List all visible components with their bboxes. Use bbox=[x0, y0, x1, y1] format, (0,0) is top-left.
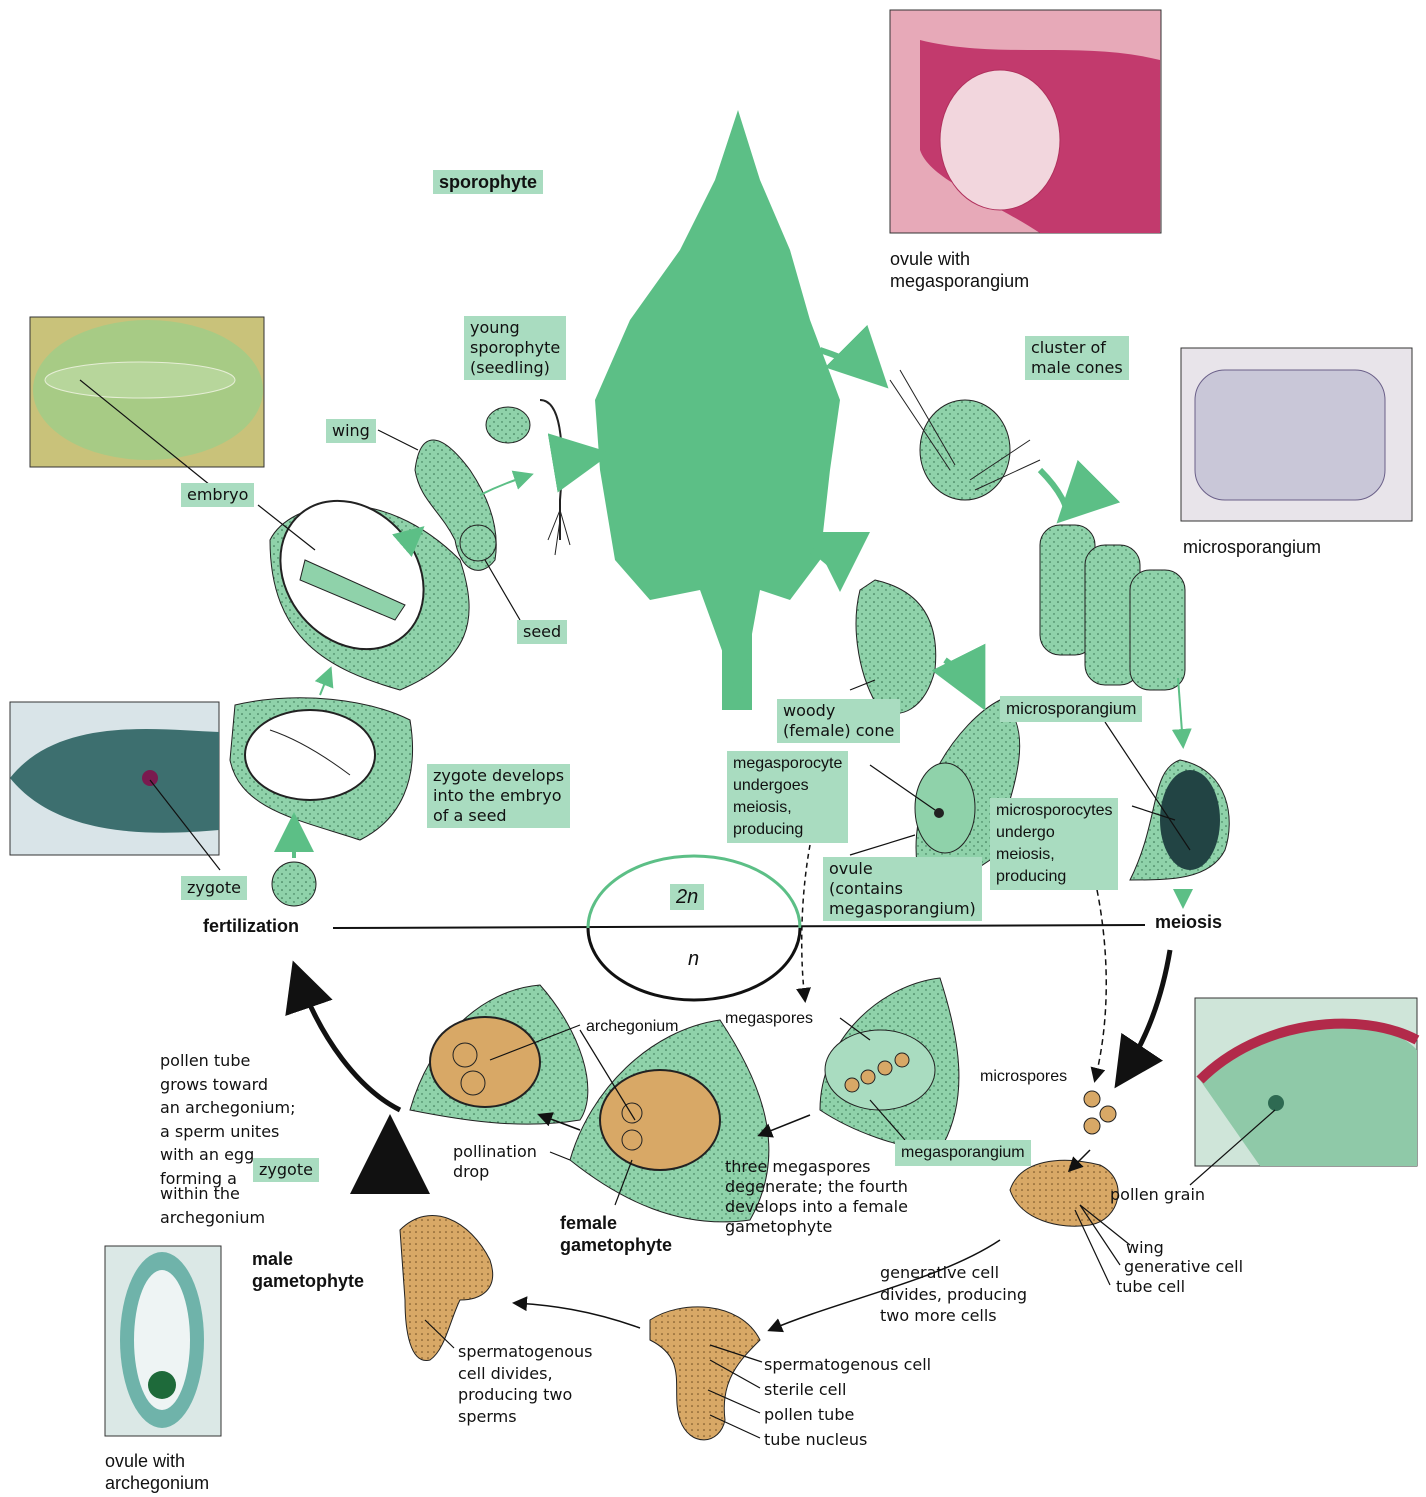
microsporocytes-label: microsporocytes undergo meiosis, produci… bbox=[990, 798, 1118, 890]
pollen-tube-description-end: within the archegonium bbox=[160, 1182, 265, 1229]
ovule-label: ovule (contains megasporangium) bbox=[823, 857, 982, 921]
sterile-cell-label: sterile cell bbox=[764, 1380, 846, 1400]
embryo-label: embryo bbox=[181, 483, 254, 507]
ovule-archegonium-caption: ovule with archegonium bbox=[105, 1450, 209, 1494]
tube-nucleus-label: tube nucleus bbox=[764, 1430, 867, 1450]
woody-cone-label: woody (female) cone bbox=[777, 699, 900, 743]
photo-ovule-megasporangium bbox=[890, 10, 1161, 233]
tube-cell-label: tube cell bbox=[1116, 1277, 1185, 1297]
meiosis-label: meiosis bbox=[1155, 912, 1222, 932]
pollen-grain-label: pollen grain bbox=[1110, 1185, 1205, 1205]
photo-pollen-grain bbox=[1195, 998, 1417, 1166]
zygote-label: zygote bbox=[181, 876, 247, 900]
microspores-illustration bbox=[1084, 1091, 1116, 1134]
pollen-wing-label: wing bbox=[1126, 1238, 1164, 1258]
sporophyte-label: sporophyte bbox=[433, 170, 543, 194]
photo-embryo bbox=[30, 317, 264, 467]
photo-ovule-archegonium bbox=[105, 1246, 221, 1436]
zygote-develops-label: zygote develops into the embryo of a see… bbox=[427, 764, 570, 828]
seed-label: seed bbox=[517, 620, 567, 644]
microsporangia-illustration bbox=[1040, 525, 1185, 690]
haploid-label: n bbox=[688, 948, 699, 970]
spermatogenous-cell-label: spermatogenous cell bbox=[764, 1355, 931, 1375]
male-gametophyte-label: male gametophyte bbox=[252, 1248, 364, 1292]
megasporangium-label: megasporangium bbox=[895, 1140, 1031, 1166]
megasporocyte-label: megasporocyte undergoes meiosis, produci… bbox=[727, 751, 848, 843]
microspores-label: microspores bbox=[980, 1066, 1067, 1088]
photo-microsporangium bbox=[1181, 348, 1412, 521]
microsporangium-photo-caption: microsporangium bbox=[1183, 536, 1321, 558]
three-megaspores-label: three megaspores degenerate; the fourth … bbox=[725, 1157, 908, 1237]
woody-female-cone-illustration bbox=[856, 580, 936, 714]
photo-zygote bbox=[10, 702, 219, 855]
male-gametophyte-illustration bbox=[400, 1216, 493, 1361]
male-cone-cluster-illustration bbox=[890, 370, 1040, 500]
female-gametophyte-label: female gametophyte bbox=[560, 1212, 672, 1256]
megaspores-label: megaspores bbox=[725, 1008, 813, 1030]
young-sporophyte-label: young sporophyte (seedling) bbox=[464, 316, 566, 380]
male-cones-label: cluster of male cones bbox=[1025, 336, 1129, 380]
pollination-drop-label: pollination drop bbox=[453, 1142, 537, 1182]
ovule-megasporangium-caption: ovule with megasporangium bbox=[890, 248, 1029, 292]
pollen-tube-zygote-label: zygote bbox=[253, 1158, 319, 1182]
archegonium-label: archegonium bbox=[586, 1016, 679, 1038]
pollen-tube-label: pollen tube bbox=[764, 1405, 854, 1425]
ovule-with-embryo-illustration bbox=[230, 698, 413, 840]
generative-divides-label: generative cell divides, producing two m… bbox=[880, 1262, 1027, 1327]
seedling-illustration bbox=[486, 400, 570, 555]
microsporocytes-illustration bbox=[1130, 760, 1229, 880]
sporophyte-tree-illustration bbox=[595, 110, 840, 710]
spermatogenous-divides-label: spermatogenous cell divides, producing t… bbox=[458, 1341, 593, 1427]
wing-label: wing bbox=[326, 419, 376, 443]
zygote-cell-illustration bbox=[272, 862, 316, 906]
microsporangium-label: microsporangium bbox=[1000, 696, 1142, 722]
fertilization-archegonium-illustration bbox=[410, 985, 588, 1124]
diploid-label: 2n bbox=[670, 884, 704, 910]
pollen-tube-cells-illustration bbox=[650, 1307, 760, 1440]
generative-cell-label: generative cell bbox=[1124, 1257, 1243, 1277]
megaspores-illustration bbox=[820, 978, 959, 1150]
fertilization-label: fertilization bbox=[203, 916, 299, 936]
pollen-grain-illustration bbox=[1010, 1160, 1118, 1226]
